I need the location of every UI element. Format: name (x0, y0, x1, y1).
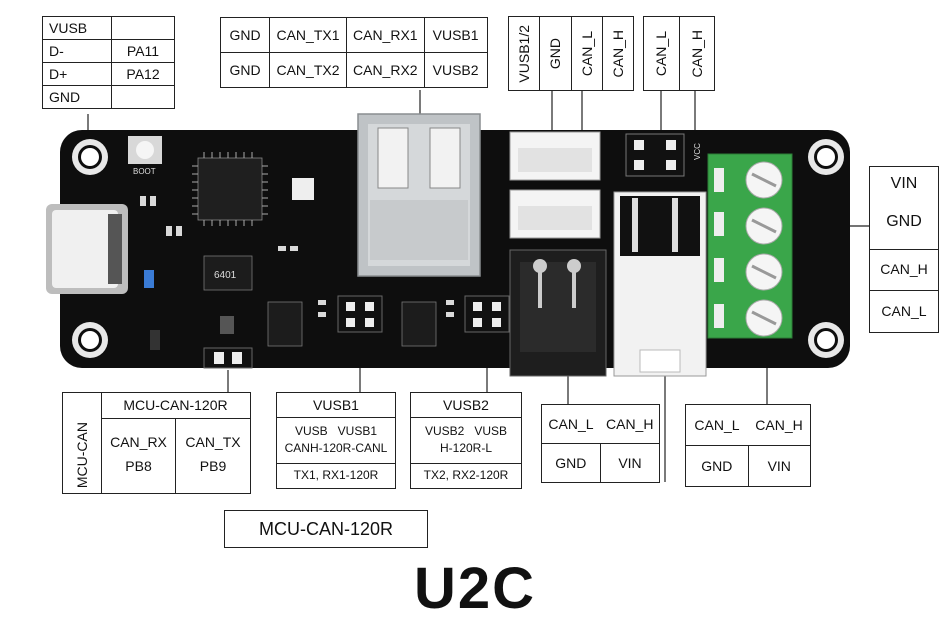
power-chip (203, 255, 253, 291)
can-transceiver-2 (401, 301, 437, 347)
white-conn-cell: VIN (747, 445, 811, 487)
terminal-cell: CAN_L (881, 303, 927, 319)
usb-a-cell: CAN_RX1 (346, 17, 425, 53)
molex-black-connector (509, 249, 607, 377)
usb-cell (111, 16, 175, 40)
terminal-pinout-table: VIN GND CAN_H CAN_L (869, 166, 939, 333)
header-pinout-table: CAN_L CAN_H (643, 16, 715, 91)
mcu-can-header: MCU-CAN-120R (101, 393, 250, 419)
jst-cell: VUSB1/2 (516, 24, 533, 83)
vusb1-line2: CANH-120R-CANL (284, 441, 388, 455)
jst-cell: CAN_H (609, 29, 626, 78)
molex-cell: CAN_H (600, 404, 661, 444)
white-conn-cell: GND (685, 445, 749, 487)
jst-cell: GND (547, 37, 564, 70)
jumper-headers (203, 295, 510, 369)
can-transceiver-1 (267, 301, 303, 347)
terminal-cell: GND (886, 213, 922, 230)
terminal-block (707, 153, 793, 339)
vusb1-jumper-box: VUSB1 VUSB VUSB1 CANH-120R-CANL TX1, RX1… (276, 392, 396, 489)
vusb2-line3: TX2, RX2-120R (423, 468, 509, 482)
white-conn-cell: CAN_H (748, 404, 811, 446)
jst-connectors (509, 131, 601, 239)
mcu-can-side: MCU-CAN (74, 422, 90, 489)
usb-a-cell: VUSB2 (423, 52, 488, 88)
jst-pinout-table: VUSB1/2 GND CAN_L CAN_H (508, 16, 634, 91)
terminal-cell: VIN (890, 175, 918, 192)
jst-cell: CAN_L (578, 30, 595, 77)
mcu-can-cell: CAN_TX (185, 434, 241, 450)
molex-cell: VIN (599, 443, 661, 483)
mcu-can-table: MCU-CAN-120R MCU-CAN CAN_RX PB8 CAN_TX P… (62, 392, 251, 494)
header-cell: CAN_H (688, 29, 705, 78)
usb-c-connector (46, 204, 128, 294)
mcu-can-cell: PB8 (125, 458, 152, 474)
usb-a-cell: CAN_TX2 (269, 52, 347, 88)
passive-components (140, 178, 454, 350)
usb-pinout-table: VUSB D-PA11 D+PA12 GND (42, 16, 175, 109)
usb-cell (111, 85, 175, 109)
molex-cell: CAN_L (541, 404, 600, 444)
vusb2-title: VUSB2 (411, 393, 521, 418)
mcu-can-120r-label: MCU-CAN-120R (224, 510, 428, 548)
chip-silkscreen: 6401 (214, 270, 237, 281)
mounting-holes (72, 139, 844, 358)
usb-cell: GND (42, 85, 112, 109)
vcc-silkscreen: VCC (693, 143, 702, 160)
usb-a-cell: VUSB1 (423, 17, 488, 53)
can-header (625, 133, 685, 177)
header-cell: CAN_L (653, 30, 670, 77)
mcu-can-cell: PB9 (199, 458, 227, 474)
terminal-cell: CAN_H (880, 261, 928, 277)
usb-cell: D+ (42, 62, 112, 86)
page-title: U2C (413, 556, 537, 621)
white-conn-cell: CAN_L (685, 404, 748, 446)
usb-cell: PA12 (111, 62, 175, 86)
vusb1-line3: TX1, RX1-120R (293, 468, 379, 482)
vusb1-line1: VUSB VUSB1 (294, 424, 378, 438)
usb-a-pinout-table: GND CAN_TX1 CAN_RX1 VUSB1 GND CAN_TX2 CA… (220, 17, 488, 88)
vusb2-line2: H-120R-L (439, 441, 493, 455)
mcu-can-cell: CAN_RX (110, 434, 167, 450)
usb-a-cell: GND (220, 52, 270, 88)
molex-cell: GND (541, 443, 601, 483)
usb-a-cell: CAN_RX2 (346, 52, 425, 88)
usb-cell: D- (42, 39, 112, 63)
vusb2-line1: VUSB2 VUSB (424, 424, 508, 438)
usb-a-connector (357, 113, 481, 277)
usb-cell: VUSB (42, 16, 112, 40)
vusb1-title: VUSB1 (277, 393, 395, 418)
usb-cell: PA11 (111, 39, 175, 63)
usb-a-cell: GND (220, 17, 270, 53)
boot-button (128, 136, 162, 164)
usb-a-cell: CAN_TX1 (269, 17, 347, 53)
vusb2-jumper-box: VUSB2 VUSB2 VUSB H-120R-L TX2, RX2-120R (410, 392, 522, 489)
boot-silkscreen: BOOT (133, 167, 156, 176)
white-connector (613, 191, 707, 377)
mcu-chip (192, 152, 268, 226)
